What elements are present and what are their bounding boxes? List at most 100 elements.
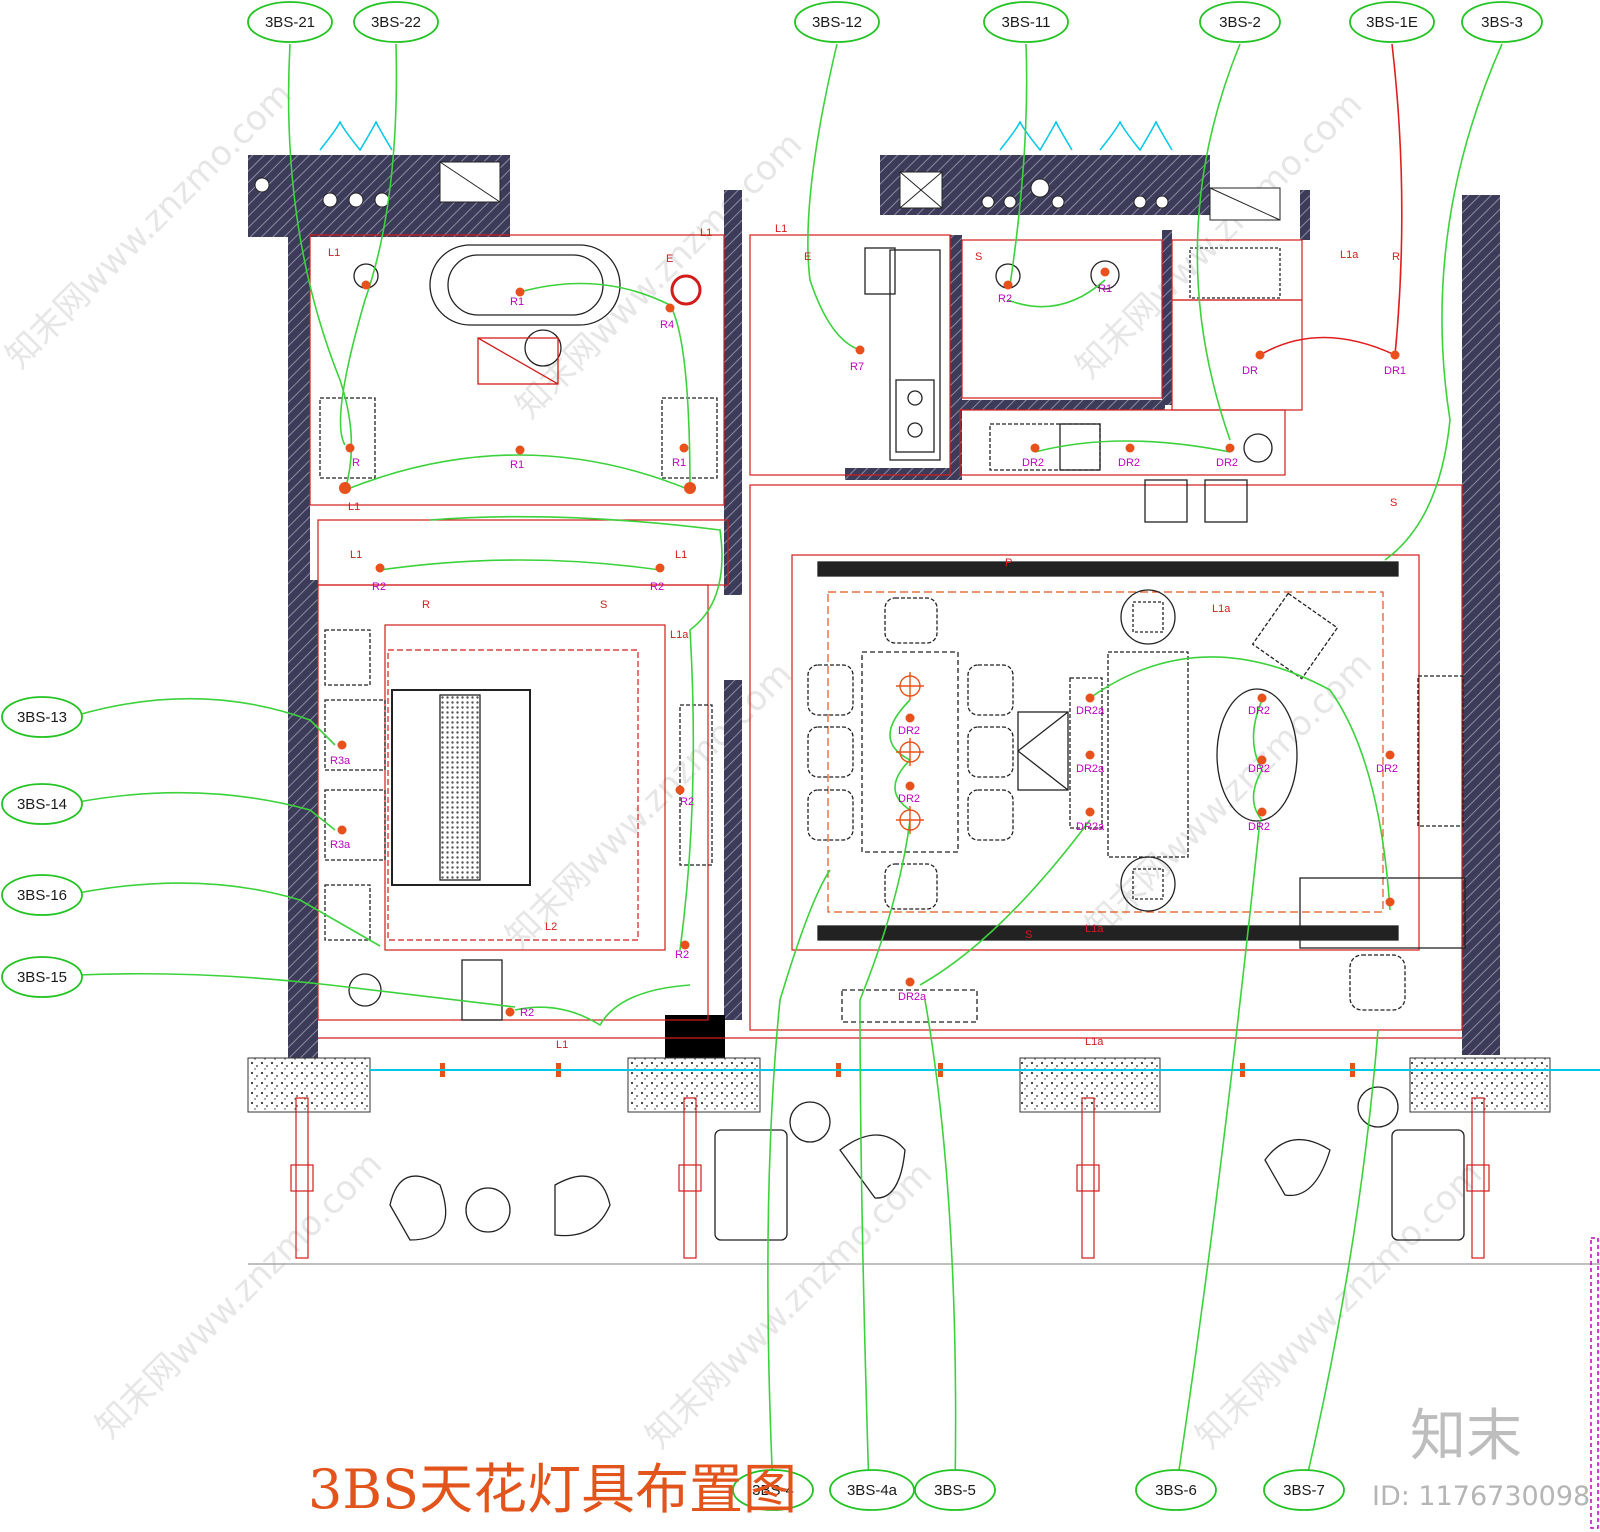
fixture-label: R2: [675, 949, 689, 961]
callout-3bs-6[interactable]: 3BS-6: [1135, 1469, 1217, 1511]
callout-3bs-7[interactable]: 3BS-7: [1263, 1469, 1345, 1511]
zone-label: E: [666, 253, 673, 265]
zone-label: E: [804, 251, 811, 263]
callout-3bs-15[interactable]: 3BS-15: [1, 956, 83, 998]
side-marker-strip: [1590, 1237, 1599, 1529]
zone-label: L1: [700, 227, 712, 239]
fixture-labels: R1 R1 R1 R1 R4 R R7 R2 R2 R2 R2 R2 R2 R3…: [330, 283, 1406, 1019]
zone-label: L1: [775, 223, 787, 235]
zone-label: L1: [348, 501, 360, 513]
callout-label: 3BS-2: [1219, 14, 1261, 31]
zone-label: S: [975, 251, 982, 263]
fixture-label: R4: [660, 319, 674, 331]
callout-label: 3BS-22: [371, 14, 421, 31]
zone-label: L2: [545, 921, 557, 933]
zone-label: L1: [350, 549, 362, 561]
fixture-label: R1: [510, 459, 524, 471]
pendant-symbols: [896, 672, 924, 834]
watermark-brand: 知末: [1410, 1404, 1522, 1469]
callout-label: 3BS-7: [1283, 1482, 1325, 1499]
watermark-diagonal: 知末网www.znzmo.com: [498, 654, 800, 956]
zone-label: L1a: [1212, 603, 1231, 615]
callout-label: 3BS-16: [17, 887, 67, 904]
fixture-label: R2: [520, 1007, 534, 1019]
callout-3bs-16[interactable]: 3BS-16: [1, 874, 83, 916]
zone-label: S: [1025, 929, 1032, 941]
callout-3bs-3[interactable]: 3BS-3: [1461, 1, 1543, 43]
callout-label: 3BS-4: [752, 1482, 794, 1499]
fixture-label: DR2: [1118, 457, 1140, 469]
fixture-label: R3a: [330, 755, 351, 767]
zone-labels: L1 L1 L1 L1 L1 L1 L1 L1a L1a L1a L1a L1a…: [328, 223, 1400, 1051]
callout-3bs-21[interactable]: 3BS-21: [247, 1, 333, 43]
fixture-label: DR1: [1384, 365, 1406, 377]
callout-3bs-4a[interactable]: 3BS-4a: [829, 1469, 915, 1511]
zone-label: P: [1005, 557, 1012, 569]
zone-label: L1: [675, 549, 687, 561]
fixture-label: DR: [1242, 365, 1258, 377]
callout-label: 3BS-4a: [847, 1482, 898, 1499]
watermark-diagonal: 知末网www.znzmo.com: [1078, 644, 1380, 946]
fixture-label: DR2a: [1076, 705, 1105, 717]
watermark-diagonal: 知末网www.znzmo.com: [638, 1154, 940, 1456]
fixture-label: DR2: [1022, 457, 1044, 469]
watermark-id: ID: 1176730098: [1372, 1481, 1590, 1512]
fixture-label: R2: [372, 581, 386, 593]
balcony-posts: [290, 1097, 1490, 1259]
callout-label: 3BS-13: [17, 709, 67, 726]
fixture-label: R1: [510, 296, 524, 308]
callouts: 3BS-21 3BS-22 3BS-12 3BS-11 3BS-2 3BS-1E…: [1, 1, 1543, 1511]
drawing-title: 3BS天花灯具布置图: [308, 1458, 797, 1521]
watermark-diagonal: 知末网www.znzmo.com: [88, 1144, 390, 1446]
zone-label: L1: [328, 247, 340, 259]
watermark-diagonal: 知末网www.znzmo.com: [1068, 84, 1370, 386]
zone-label: L1a: [670, 629, 689, 641]
fixture-label: DR2: [1216, 457, 1238, 469]
walls: [247, 155, 1551, 1113]
callout-3bs-2[interactable]: 3BS-2: [1199, 1, 1281, 43]
callout-3bs-5[interactable]: 3BS-5: [914, 1469, 996, 1511]
fixture-label: DR2: [1248, 821, 1270, 833]
fixture-label: DR2: [898, 725, 920, 737]
fixture-label: R2: [680, 796, 694, 808]
fixture-label: R7: [850, 361, 864, 373]
fixture-label: R1: [672, 457, 686, 469]
furniture: [319, 244, 1466, 1241]
callout-label: 3BS-11: [1002, 14, 1051, 31]
callout-label: 3BS-12: [812, 14, 862, 31]
fixture-label: DR2a: [898, 991, 927, 1003]
callout-label: 3BS-5: [934, 1482, 976, 1499]
fixture-label: R3a: [330, 839, 351, 851]
callout-3bs-4[interactable]: 3BS-4: [732, 1469, 814, 1511]
zone-label: L1a: [1085, 1036, 1104, 1048]
fixture-label: DR2: [1248, 763, 1270, 775]
leader-lines: [77, 43, 1503, 1491]
callout-3bs-22[interactable]: 3BS-22: [353, 1, 439, 43]
zone-label: S: [600, 599, 607, 611]
fixture-label: DR2: [1376, 763, 1398, 775]
zone-label: L1a: [1340, 249, 1359, 261]
callout-3bs-1e[interactable]: 3BS-1E: [1349, 1, 1435, 43]
zone-label: R: [422, 599, 430, 611]
zone-label: L1: [556, 1039, 568, 1051]
callout-label: 3BS-14: [17, 796, 67, 813]
callout-3bs-14[interactable]: 3BS-14: [1, 783, 83, 825]
fixture-label: R2: [998, 293, 1012, 305]
fixture-label: DR2: [898, 793, 920, 805]
fixture-label: DR2: [1248, 705, 1270, 717]
zone-label: S: [1390, 497, 1397, 509]
callout-3bs-12[interactable]: 3BS-12: [794, 1, 880, 43]
leader-line-red: [1259, 43, 1403, 356]
zone-label: L1a: [1085, 923, 1104, 935]
fixture-label: R: [352, 457, 360, 469]
fixture-dots: [337, 267, 1400, 1017]
callout-3bs-13[interactable]: 3BS-13: [1, 696, 83, 738]
callout-label: 3BS-15: [17, 969, 67, 986]
callout-label: 3BS-21: [265, 14, 315, 31]
interior-outlines: [248, 234, 1600, 1265]
zone-label: R: [1392, 251, 1400, 263]
callout-label: 3BS-6: [1155, 1482, 1197, 1499]
callout-3bs-11[interactable]: 3BS-11: [983, 1, 1069, 43]
callout-label: 3BS-3: [1481, 14, 1523, 31]
